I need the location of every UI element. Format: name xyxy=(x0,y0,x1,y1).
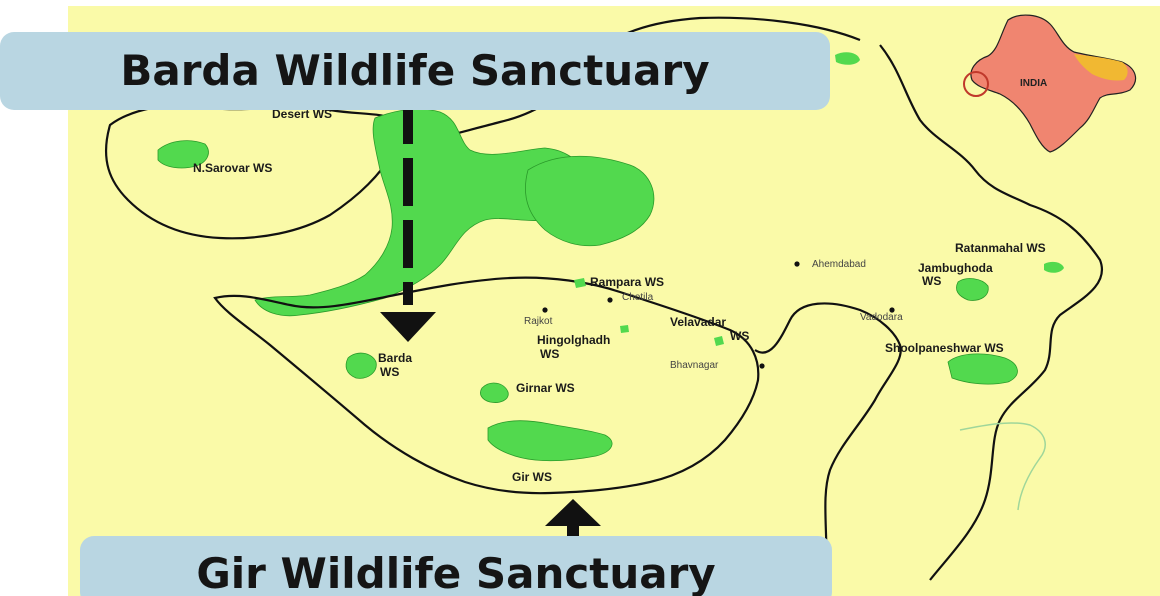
jambughoda-sanctuary xyxy=(956,278,989,301)
gir-ws-label: Gir WS xyxy=(512,470,552,484)
desert-ws-label: Desert WS xyxy=(272,107,332,121)
barda-arrow-head xyxy=(380,312,436,342)
northeast-sanctuary xyxy=(835,52,860,65)
ahmedabad-label: Ahemdabad xyxy=(812,259,866,270)
eastern-border xyxy=(879,44,1103,581)
river xyxy=(959,422,1046,511)
velavadar-ws-label-2: WS xyxy=(730,329,749,343)
gujarat-locator-circle xyxy=(963,71,989,97)
shoolpaneshwar-ws-label: Shoolpaneshwar WS xyxy=(885,341,1004,355)
velavadar-ws-label: Velavadar xyxy=(670,315,726,329)
hingolgadh-ws-label: Hingolghadh xyxy=(537,333,610,347)
jambughoda-ws-label: Jambughoda xyxy=(918,261,993,275)
ahmedabad-dot xyxy=(794,261,800,267)
little-rann-sanctuary xyxy=(254,108,587,317)
bhavnagar-dot xyxy=(759,363,765,369)
rampara-sanctuary xyxy=(574,278,586,288)
vadodara-dot xyxy=(889,307,895,313)
ratanmahal-ws-label: Ratanmahal WS xyxy=(955,241,1046,255)
india-outline xyxy=(970,14,1137,153)
hingolgadh-ws-label-2: WS xyxy=(540,347,559,361)
girnar-ws-label: Girnar WS xyxy=(516,381,575,395)
velavadar-sanctuary xyxy=(714,336,724,346)
barda-ws-label: Barda xyxy=(378,351,412,365)
narayan-sarovar-sanctuary xyxy=(157,140,209,169)
girnar-sanctuary xyxy=(480,382,509,403)
vadodara-label: Vadodara xyxy=(860,312,903,323)
ratanmahal-sanctuary xyxy=(1044,261,1064,273)
gir-callout: Gir Wildlife Sanctuary xyxy=(80,536,832,596)
india-inset: INDIA xyxy=(963,14,1137,153)
gir-arrow-head xyxy=(545,499,601,526)
chotila-label: Chotila xyxy=(622,292,654,303)
chotila-dot xyxy=(607,297,613,303)
rampara-ws-label: Rampara WS xyxy=(590,275,664,289)
shoolpaneshwar-sanctuary xyxy=(947,353,1018,385)
jambughoda-ws-label-2: WS xyxy=(922,274,941,288)
sarovar-ws-label: N.Sarovar WS xyxy=(193,161,272,175)
india-label: INDIA xyxy=(1020,78,1047,89)
rajkot-label: Rajkot xyxy=(524,316,553,327)
khambhat-coast xyxy=(754,302,902,591)
barda-sanctuary xyxy=(345,352,377,379)
bhavnagar-label: Bhavnagar xyxy=(670,360,719,371)
gir-sanctuary xyxy=(487,420,613,462)
barda-ws-label-2: WS xyxy=(380,365,399,379)
hingolgadh-sanctuary xyxy=(620,325,629,333)
india-northeast-highlight xyxy=(1074,54,1128,81)
wild-ass-sanctuary xyxy=(525,155,655,247)
rajkot-dot xyxy=(542,307,548,313)
barda-callout: Barda Wildlife Sanctuary xyxy=(0,32,830,110)
